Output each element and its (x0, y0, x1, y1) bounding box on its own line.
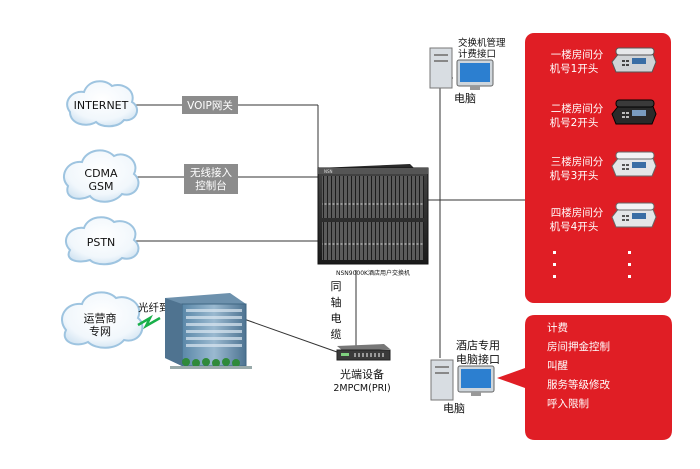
extension-row-2: 二楼房间分 机号2开头 (550, 102, 604, 129)
top-pc-note-1: 交换机管理 (458, 37, 506, 49)
phone-icon (611, 202, 657, 228)
feature-item: 叫醒 (547, 360, 568, 372)
optical-terminal-device: 光端设备 2MPCM(PRI) (333, 344, 391, 394)
gsm-label: GSM (89, 180, 114, 193)
extension-2-line1: 二楼房间分 (551, 102, 604, 115)
top-pc-note-2: 计费接口 (458, 48, 496, 60)
phone-icon (611, 99, 657, 125)
extension-1-line2: 机号1开头 (550, 62, 599, 75)
extension-4-line2: 机号4开头 (550, 220, 599, 233)
coax-char-3: 电 (331, 312, 342, 325)
pc-tower-icon (430, 359, 454, 401)
optical-device-sublabel: 2MPCM(PRI) (333, 383, 390, 394)
bottom-computer: 酒店专用 电脑接口 电脑 (430, 338, 500, 415)
extension-3-line2: 机号3开头 (550, 169, 599, 182)
wireless-console: 无线接入 控制台 (184, 164, 238, 194)
extension-4-line1: 四楼房间分 (551, 206, 604, 219)
extension-1-line1: 一楼房间分 (551, 48, 604, 61)
extension-row-1: 一楼房间分 机号1开头 (550, 48, 604, 75)
wireless-label-1: 无线接入 (190, 166, 232, 179)
feature-item: 服务等级修改 (547, 378, 610, 391)
pstn-cloud: PSTN (65, 216, 140, 266)
extension-2-line2: 机号2开头 (550, 116, 599, 129)
pstn-label: PSTN (87, 236, 116, 249)
optical-device-label: 光端设备 (340, 367, 384, 381)
bottom-pc-note-1: 酒店专用 (456, 338, 500, 352)
feature-item: 房间押金控制 (547, 340, 610, 353)
pc-tower-icon (429, 47, 453, 89)
feature-item: 呼入限制 (547, 397, 589, 410)
top-pc-label: 电脑 (454, 92, 476, 105)
voip-gateway-label: VOIP网关 (187, 99, 233, 112)
ellipsis-dots (553, 251, 631, 278)
extension-panel: 一楼房间分 机号1开头 二楼房间分 机号2开头 三楼房间分 机号3开头 四楼房间… (525, 33, 671, 303)
building-icon (165, 293, 252, 369)
features-panel: 计费 房间押金控制 叫醒 服务等级修改 呼入限制 (497, 315, 672, 440)
bottom-pc-note-2: 电脑接口 (456, 353, 500, 366)
coax-char-2: 轴 (331, 295, 342, 309)
operator-label-2: 专网 (89, 324, 111, 338)
building-to-device-link (240, 317, 338, 353)
cdma-gsm-cloud: CDMA GSM (63, 149, 140, 203)
cdma-label: CDMA (84, 167, 118, 180)
operator-cloud: 运营商 专网 (61, 291, 144, 349)
extension-3-line1: 三楼房间分 (551, 155, 604, 168)
extension-row-3: 三楼房间分 机号3开头 (550, 155, 604, 182)
svg-text:NSN: NSN (324, 169, 333, 174)
internet-label: INTERNET (74, 99, 129, 112)
wireless-label-2: 控制台 (195, 179, 227, 192)
top-computer: 交换机管理 计费接口 电脑 (429, 37, 506, 105)
internet-cloud: INTERNET (66, 80, 139, 128)
coax-char-1: 同 (331, 280, 342, 293)
bottom-pc-label: 电脑 (443, 402, 465, 415)
coax-char-4: 缆 (331, 328, 342, 341)
phone-icon (611, 151, 657, 177)
fiber-bolt-icon (137, 314, 161, 330)
coax-cable-label: 同 轴 电 缆 (331, 280, 342, 341)
switch-label: NSN9000K酒店用户交换机 (336, 269, 410, 277)
feature-item: 计费 (547, 321, 568, 334)
phone-icon (611, 47, 657, 73)
extension-row-4: 四楼房间分 机号4开头 (550, 206, 604, 233)
operator-label-1: 运营商 (84, 311, 117, 325)
pbx-switch-rack: NSN NSN9000K酒店用户交换机 (317, 164, 429, 277)
voip-gateway: VOIP网关 (182, 96, 238, 114)
